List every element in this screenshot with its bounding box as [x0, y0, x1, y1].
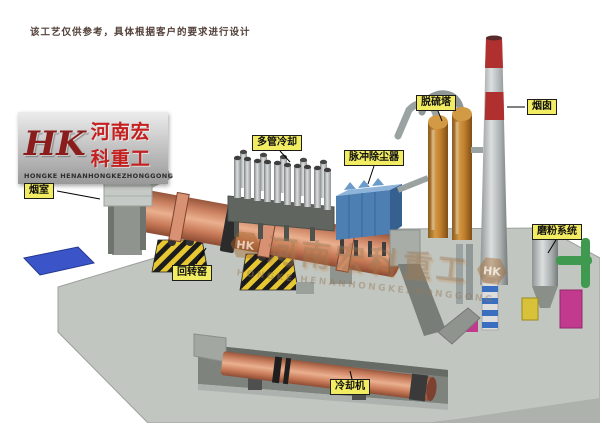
leader-rotary-kiln: [195, 247, 207, 265]
desulfurization-tower: [394, 90, 483, 240]
multi-tube-cooler: [227, 149, 335, 241]
cooling-machine: [220, 351, 437, 402]
process-pipes: [456, 244, 499, 332]
leader-cooling-machine: [349, 370, 353, 380]
disclaimer-text: 该工艺仅供参考，具体根据客户的要求进行设计: [30, 27, 251, 38]
chimney: [480, 35, 508, 285]
label-pulse-dust-collector: 脉冲除尘器: [344, 150, 404, 166]
label-multi-tube-cooler: 多管冷却: [252, 135, 302, 151]
logo-monogram: HK: [24, 123, 86, 164]
blue-pad: [23, 246, 95, 276]
label-desulfurization-tower: 脱硫塔: [416, 95, 456, 111]
label-grinding-system: 磨粉系统: [532, 224, 582, 240]
label-smoke-chamber: 烟室: [24, 183, 54, 199]
leader-desulfurization-tower: [437, 110, 443, 122]
logo-company-name-cn: 河南宏科重工: [90, 120, 151, 170]
label-chimney: 烟囱: [527, 99, 557, 115]
logo-company-name-en: HONGKE HENANHONGKEZHONGGONG: [24, 172, 174, 180]
company-logo: HK 河南宏科重工 HONGKE HENANHONGKEZHONGGONG: [18, 112, 174, 184]
grinding-system: [437, 232, 592, 345]
leader-multi-tube-cooler: [279, 150, 291, 163]
kiln-discharge: [296, 229, 446, 336]
leader-lines: [56, 106, 557, 380]
leader-grinding-system: [547, 239, 557, 254]
leader-pulse-dust-collector: [367, 165, 375, 185]
label-cooling-machine: 冷却机: [330, 379, 370, 395]
label-rotary-kiln: 回转窑: [172, 265, 212, 281]
logo-top-row: HK 河南宏科重工: [24, 115, 162, 172]
pulse-dust-collector: [336, 175, 430, 257]
leader-smoke-chamber: [56, 190, 101, 200]
